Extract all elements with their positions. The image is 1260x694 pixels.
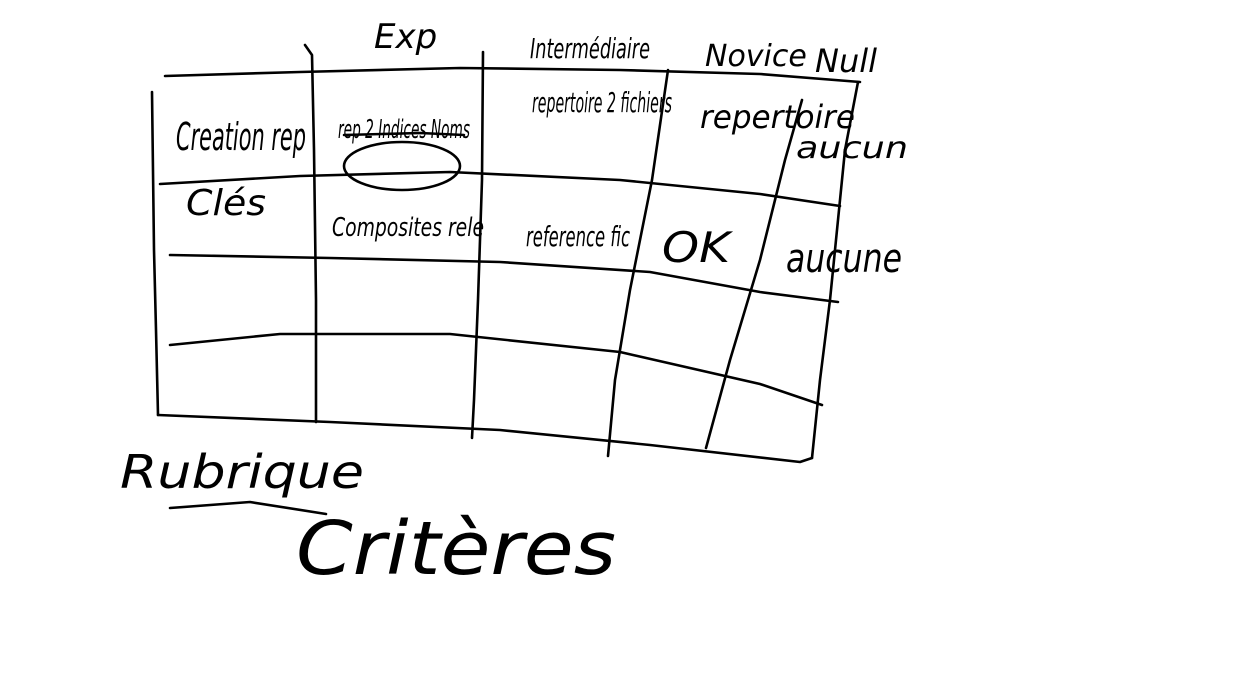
- row1-cell4: aucun: [796, 131, 908, 166]
- row-divider-2: [168, 253, 840, 304]
- col-divider-1: [303, 43, 318, 424]
- header-col4: Null: [815, 42, 877, 80]
- header-col1: Exp: [374, 17, 437, 57]
- table-left-border: [150, 90, 160, 417]
- table-grid: [150, 43, 862, 516]
- row1-cell2: repertoire 2 fichiers: [532, 86, 672, 119]
- table-bottom-border: [156, 413, 814, 464]
- criteres-label: Critères: [296, 506, 616, 592]
- noms-circle: [342, 140, 462, 192]
- row1-label: Creation rep: [176, 115, 306, 159]
- row1-cell1: rep 2 Indices Noms: [338, 115, 470, 145]
- row2-cell4: aucune: [786, 236, 902, 282]
- col-divider-3: [606, 68, 670, 458]
- col-divider-4: [704, 98, 804, 450]
- row2-cell3: OK: [662, 223, 734, 272]
- row2-cell2: reference fic: [526, 220, 630, 253]
- row1-cell3: repertoire: [700, 98, 855, 136]
- row2-label: Clés: [186, 183, 266, 224]
- rubrique-label: Rubrique: [120, 445, 364, 499]
- row-divider-3: [168, 332, 824, 407]
- header-col2: Intermédiaire: [530, 32, 650, 65]
- col-divider-2: [470, 50, 485, 440]
- row-divider-1: [158, 170, 842, 208]
- row1-label-text: Creation rep: [176, 115, 306, 159]
- table-top-border: [163, 66, 862, 84]
- indices-underline: [342, 131, 466, 137]
- rubrique-underline: [168, 500, 328, 516]
- table-right-border: [810, 80, 860, 460]
- row2-cell1: Composites rele: [332, 213, 484, 243]
- header-col3: Novice: [705, 39, 807, 74]
